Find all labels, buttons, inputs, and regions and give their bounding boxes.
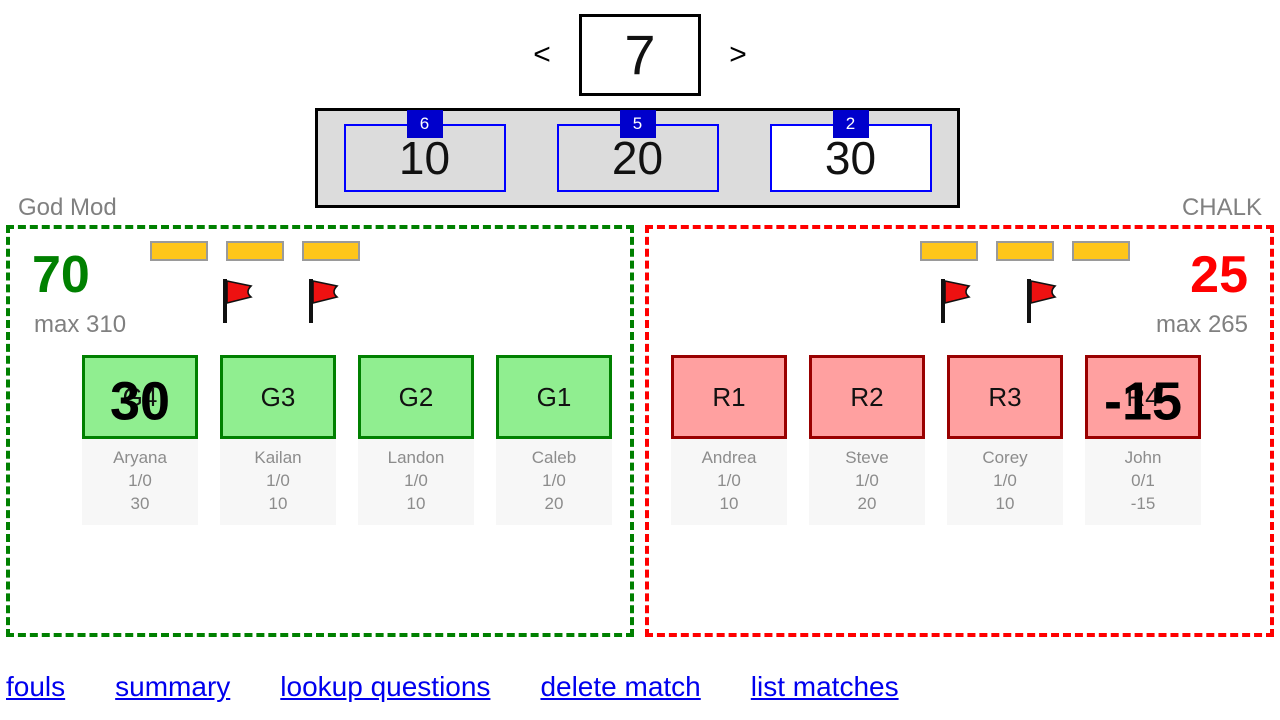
player-name: Corey (982, 448, 1028, 467)
player-name: Landon (387, 448, 445, 467)
right-yellow-cards (920, 241, 1130, 261)
player-tile-label: G2 (398, 382, 434, 412)
right-team-score: 25 (1190, 246, 1248, 304)
player-record: 0/1 (1131, 470, 1155, 490)
value-count-badge: 2 (832, 110, 869, 138)
player-info: Steve 1/0 20 (809, 439, 925, 525)
red-flag-icon[interactable] (220, 277, 256, 323)
player-info: Caleb 1/0 20 (496, 439, 612, 525)
yellow-card-icon[interactable] (302, 241, 360, 261)
player-tile-R1[interactable]: R1 (671, 355, 787, 439)
player-tile-label: G4 (122, 382, 158, 412)
player-info: Kailan 1/0 10 (220, 439, 336, 525)
right-red-flags (938, 277, 1060, 323)
next-question-button[interactable]: > (729, 38, 747, 71)
player-tile-label: R4 (1126, 382, 1160, 412)
player-tile-G1[interactable]: G1 (496, 355, 612, 439)
player-tile-G2[interactable]: G2 (358, 355, 474, 439)
player-points: 10 (995, 493, 1015, 513)
left-team-max-score: max 310 (34, 311, 127, 338)
footer-link-fouls[interactable]: fouls (6, 671, 66, 702)
player-info: Aryana 1/0 30 (82, 439, 198, 525)
player-record: 1/0 (855, 470, 879, 490)
red-flag-icon[interactable] (306, 277, 342, 323)
player-name: Andrea (701, 448, 757, 467)
yellow-card-icon[interactable] (1072, 241, 1130, 261)
player-info: Landon 1/0 10 (358, 439, 474, 525)
player-tile-R3[interactable]: R3 (947, 355, 1063, 439)
player-name: Caleb (531, 448, 577, 467)
player-tile-label: G1 (536, 382, 572, 412)
player-name: Aryana (113, 448, 167, 467)
value-count-badge: 5 (619, 110, 656, 138)
player-record: 1/0 (542, 470, 566, 490)
player-record: 1/0 (404, 470, 428, 490)
footer-link-summary[interactable]: summary (115, 671, 231, 702)
player-record: 1/0 (266, 470, 290, 490)
player-points: 30 (130, 493, 150, 513)
player-points: 10 (268, 493, 288, 513)
question-navigator: < 7 > (0, 14, 1280, 96)
player-name: Steve (845, 448, 889, 467)
player-tile-R4[interactable]: R4-15 (1085, 355, 1201, 439)
footer-links: fouls summary lookup questions delete match… (0, 671, 1280, 703)
left-team-score: 70 (32, 246, 90, 304)
player-info: John 0/1 -15 (1085, 439, 1201, 525)
player-points: -15 (1130, 493, 1156, 513)
player-tile-R2[interactable]: R2 (809, 355, 925, 439)
right-team-name: CHALK (1181, 194, 1262, 221)
yellow-card-icon[interactable] (226, 241, 284, 261)
footer-link-lookup-questions[interactable]: lookup questions (280, 671, 491, 702)
player-name: John (1124, 448, 1162, 467)
player-record: 1/0 (993, 470, 1017, 490)
player-points: 20 (544, 493, 564, 513)
left-red-flags (220, 277, 342, 323)
yellow-card-icon[interactable] (920, 241, 978, 261)
current-question-display[interactable]: 7 (579, 14, 701, 96)
footer-link-delete-match[interactable]: delete match (540, 671, 701, 702)
yellow-card-icon[interactable] (150, 241, 208, 261)
player-points: 20 (857, 493, 877, 513)
red-flag-icon[interactable] (938, 277, 974, 323)
player-info: Corey 1/0 10 (947, 439, 1063, 525)
player-tile-label: G3 (260, 382, 296, 412)
player-tile-label: R3 (988, 382, 1022, 412)
player-points: 10 (719, 493, 739, 513)
player-tile-G3[interactable]: G3 (220, 355, 336, 439)
player-record: 1/0 (128, 470, 152, 490)
player-tile-label: R2 (850, 382, 884, 412)
player-record: 1/0 (717, 470, 741, 490)
player-tile-label: R1 (712, 382, 746, 412)
left-yellow-cards (150, 241, 360, 261)
player-name: Kailan (254, 448, 302, 467)
right-team-max-score: max 265 (1155, 311, 1248, 338)
player-points: 10 (406, 493, 426, 513)
previous-question-button[interactable]: < (533, 38, 551, 71)
yellow-card-icon[interactable] (996, 241, 1054, 261)
value-count-badge: 6 (406, 110, 443, 138)
player-info: Andrea 1/0 10 (671, 439, 787, 525)
red-flag-icon[interactable] (1024, 277, 1060, 323)
footer-link-list-matches[interactable]: list matches (750, 671, 899, 702)
left-team-name: God Mod (18, 194, 117, 221)
